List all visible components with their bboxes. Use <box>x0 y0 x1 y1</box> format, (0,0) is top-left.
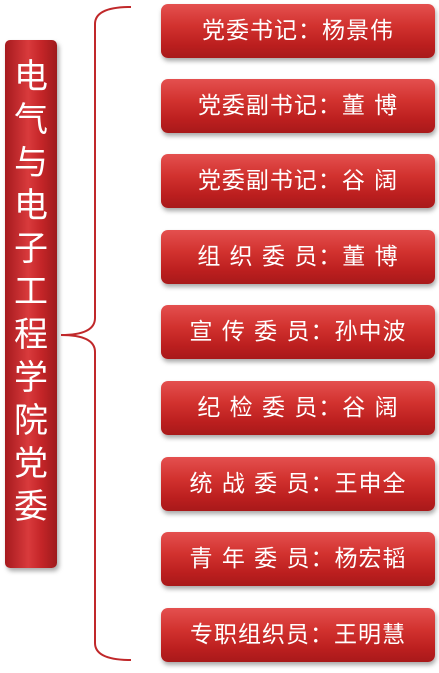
org-title-char: 院 <box>14 401 48 441</box>
role-box: 党委副书记：董 博 <box>161 79 435 133</box>
org-title-box: 电 气 与 电 子 工 程 学 院 党 委 <box>5 40 57 568</box>
role-box: 党委书记：杨景伟 <box>161 4 435 58</box>
role-box: 专职组织员：王明慧 <box>161 608 435 662</box>
org-title-char: 委 <box>14 487 48 527</box>
curly-brace-connector <box>60 6 132 661</box>
org-title-char: 党 <box>14 444 48 484</box>
org-title-char: 气 <box>14 100 48 140</box>
org-title-char: 电 <box>14 57 48 97</box>
role-box: 组 织 委 员：董 博 <box>161 230 435 284</box>
org-title-char: 程 <box>14 315 48 355</box>
role-list: 党委书记：杨景伟 党委副书记：董 博 党委副书记：谷 阔 组 织 委 员：董 博… <box>161 0 435 673</box>
role-box: 统 战 委 员：王申全 <box>161 457 435 511</box>
org-title-char: 电 <box>14 186 48 226</box>
role-box: 宣 传 委 员：孙中波 <box>161 305 435 359</box>
role-box: 纪 检 委 员：谷 阔 <box>161 381 435 435</box>
org-title-char: 子 <box>14 229 48 269</box>
role-box: 青 年 委 员：杨宏韬 <box>161 532 435 586</box>
org-title-char: 学 <box>14 358 48 398</box>
org-title-char: 工 <box>14 272 48 312</box>
role-box: 党委副书记：谷 阔 <box>161 154 435 208</box>
org-title-char: 与 <box>14 143 48 183</box>
brace-path <box>60 6 132 661</box>
